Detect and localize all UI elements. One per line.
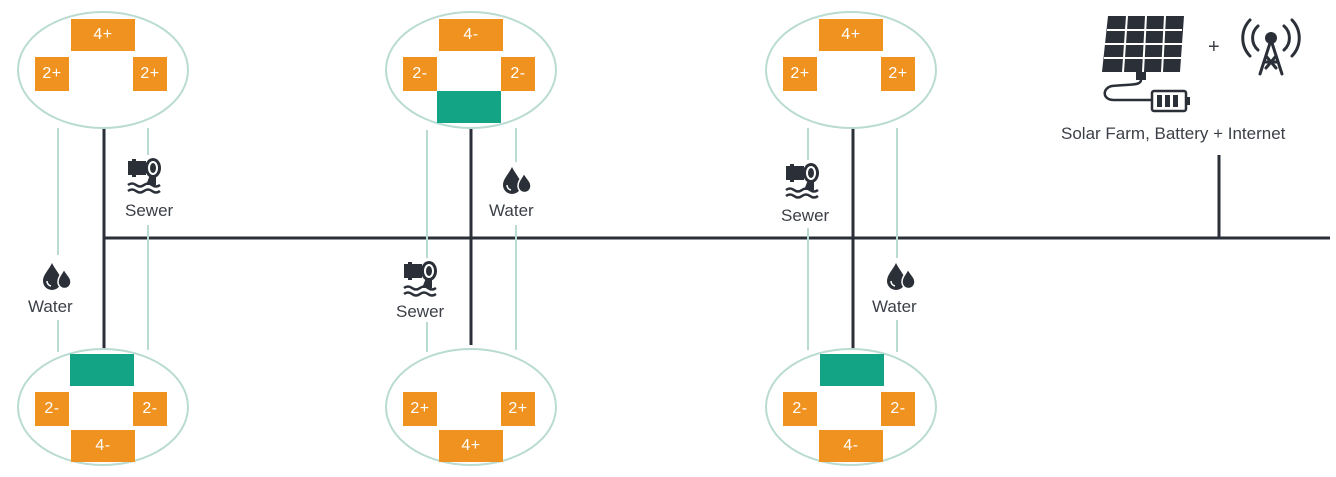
unit-box-top: 4+	[71, 19, 135, 51]
cluster-bottom-2: 2+ 2+ 4+	[385, 348, 557, 466]
unit-box-right: 2+	[881, 57, 915, 91]
unit-box-bottom: 4-	[819, 430, 883, 462]
water-label: Water	[28, 297, 73, 316]
unit-box-top: 4-	[439, 19, 503, 51]
unit-box-top: 4+	[819, 19, 883, 51]
antenna-icon	[1238, 16, 1304, 81]
solar-farm-label: Solar Farm, Battery + Internet	[1061, 124, 1286, 143]
sewer-pipe-icon	[126, 155, 170, 195]
sewer-label: Sewer	[125, 201, 174, 220]
cluster-top-2: 4- 2- 2-	[385, 11, 557, 129]
water-drop-icon	[40, 261, 74, 291]
sewer-pipe-icon	[402, 258, 446, 298]
unit-box-right: 2-	[881, 392, 915, 426]
plus-sign: +	[1208, 36, 1220, 58]
sewer-label: Sewer	[396, 302, 445, 321]
shared-space-box	[70, 354, 134, 386]
sewer-label: Sewer	[781, 206, 830, 225]
unit-box-left: 2+	[35, 57, 69, 91]
cluster-top-1: 4+ 2+ 2+	[17, 11, 189, 129]
solar-panel-icon	[1098, 14, 1188, 121]
unit-box-bottom: 4+	[439, 430, 503, 462]
unit-box-left: 2-	[35, 392, 69, 426]
unit-box-left: 2+	[783, 57, 817, 91]
unit-box-left: 2+	[403, 392, 437, 426]
water-drop-icon	[884, 261, 918, 291]
cluster-top-3: 4+ 2+ 2+	[765, 11, 937, 129]
cluster-bottom-1: 2- 2- 4-	[17, 348, 189, 466]
unit-box-right: 2+	[501, 392, 535, 426]
unit-box-right: 2-	[133, 392, 167, 426]
unit-box-right: 2+	[133, 57, 167, 91]
battery-icon	[1150, 89, 1192, 118]
shared-space-box	[437, 91, 501, 123]
shared-space-box	[820, 354, 884, 386]
unit-box-bottom: 4-	[71, 430, 135, 462]
cluster-bottom-3: 2- 2- 4-	[765, 348, 937, 466]
water-drop-icon	[500, 165, 534, 195]
unit-box-right: 2-	[501, 57, 535, 91]
sewer-pipe-icon	[784, 160, 828, 200]
unit-box-left: 2-	[783, 392, 817, 426]
water-label: Water	[872, 297, 917, 316]
water-label: Water	[489, 201, 534, 220]
unit-box-left: 2-	[403, 57, 437, 91]
